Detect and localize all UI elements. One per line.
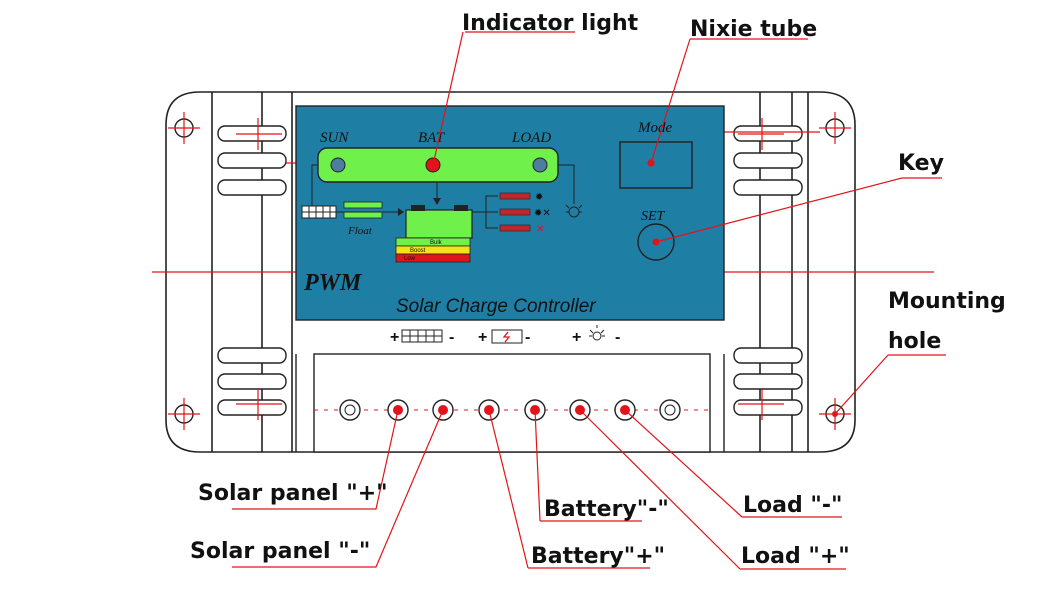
float-label: Float: [347, 225, 373, 237]
nixie-tube-display: [619, 141, 693, 189]
solar-terminal-icon: [401, 329, 443, 343]
terminal-screw-1: [339, 399, 361, 421]
callout-solar-panel-plus: Solar panel "+": [198, 481, 388, 506]
panel-title: Solar Charge Controller: [396, 296, 596, 317]
callout-battery-minus: Battery"-": [544, 497, 669, 522]
callout-nixie-tube: Nixie tube: [690, 17, 817, 42]
indicator-light-load: [532, 157, 548, 173]
svg-text:+: +: [390, 329, 399, 346]
svg-text:-: -: [525, 329, 530, 346]
svg-text:+: +: [572, 329, 581, 346]
callout-solar-panel-minus: Solar panel "-": [190, 539, 370, 564]
battery-terminal-icon: [491, 329, 523, 344]
indicator-label-sun: SUN: [320, 130, 349, 146]
status-icon-on: ✹: [535, 192, 543, 203]
indicator-light-sun: [330, 157, 346, 173]
vent-slots-left: [217, 125, 287, 416]
lamp-icon: [565, 204, 583, 218]
callout-load-plus: Load "+": [741, 544, 850, 569]
load-terminal-icon: [589, 325, 605, 341]
solar-panel-icon: [301, 205, 337, 219]
status-icon-flash: ✹✕: [534, 208, 551, 219]
bar-label-low: Low: [404, 256, 416, 262]
pwm-label: PWM: [303, 270, 363, 296]
callout-load-minus: Load "-": [743, 493, 842, 518]
leader-lines: [232, 31, 946, 570]
callout-battery-plus: Battery"+": [531, 544, 665, 569]
status-icon-off: ✕: [536, 224, 544, 235]
svg-text:+: +: [478, 329, 487, 346]
callout-mounting-hole-line2: hole: [888, 329, 941, 354]
indicator-label-load: LOAD: [511, 130, 551, 146]
terminal-block: [313, 353, 711, 453]
callout-key: Key: [898, 151, 944, 176]
terminal-symbol-strip: + - + - + -: [390, 325, 620, 346]
indicator-label-bat: BAT: [418, 130, 446, 146]
mode-label: Mode: [637, 120, 672, 136]
charging-schematic: Float Bulk Boost Low ✹ ✹✕ ✕: [301, 164, 583, 263]
set-label: SET: [641, 209, 666, 224]
battery-icon: [405, 209, 473, 239]
svg-text:-: -: [449, 329, 454, 346]
terminal-screw-8: [659, 399, 681, 421]
bar-label-boost: Boost: [410, 248, 426, 254]
bar-label-bulk: Bulk: [430, 240, 443, 246]
svg-text:-: -: [615, 329, 620, 346]
callout-indicator-light: Indicator light: [462, 11, 639, 36]
callout-mounting-hole-line1: Mounting: [888, 289, 1006, 314]
